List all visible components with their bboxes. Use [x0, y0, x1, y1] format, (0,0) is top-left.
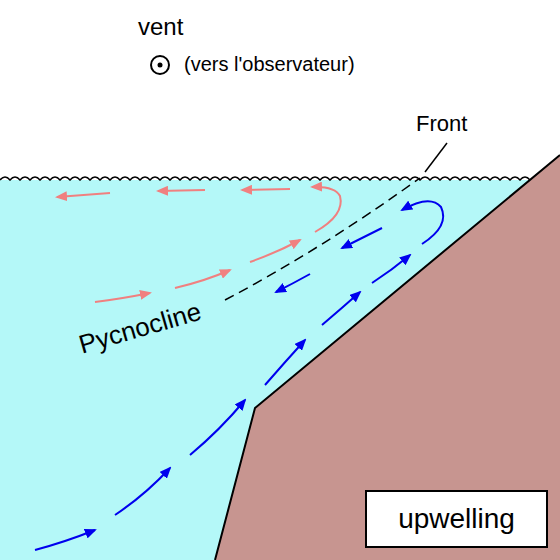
leader-line: [425, 143, 447, 172]
wind-symbol: [151, 56, 169, 74]
current-arrow: [402, 201, 443, 244]
current-arrow: [372, 255, 410, 283]
seafloor: [215, 155, 560, 560]
current-arrow: [190, 400, 245, 455]
current-arrow: [242, 189, 290, 190]
wind-label: vent: [138, 14, 183, 40]
box-text: upwelling: [398, 504, 515, 535]
current-arrow: [175, 270, 230, 288]
current-arrow: [276, 274, 310, 292]
current-arrow: [158, 190, 205, 191]
current-arrow: [95, 293, 150, 302]
sea-surface: [0, 177, 530, 180]
current-arrow: [250, 240, 300, 262]
current-arrow: [312, 187, 341, 232]
front-label: Front: [416, 112, 467, 136]
wind-direction-note: (vers l'observateur): [184, 53, 355, 75]
wave-line: [0, 177, 530, 180]
current-arrow: [265, 340, 305, 385]
current-arrow: [342, 228, 382, 248]
seafloor-edge: [215, 155, 560, 560]
current-arrow: [57, 193, 110, 197]
current-arrow: [115, 468, 170, 515]
pycnocline-line: [225, 178, 420, 300]
caption-box: upwelling: [365, 490, 548, 548]
current-arrow: [35, 530, 95, 550]
current-arrow: [322, 292, 360, 325]
